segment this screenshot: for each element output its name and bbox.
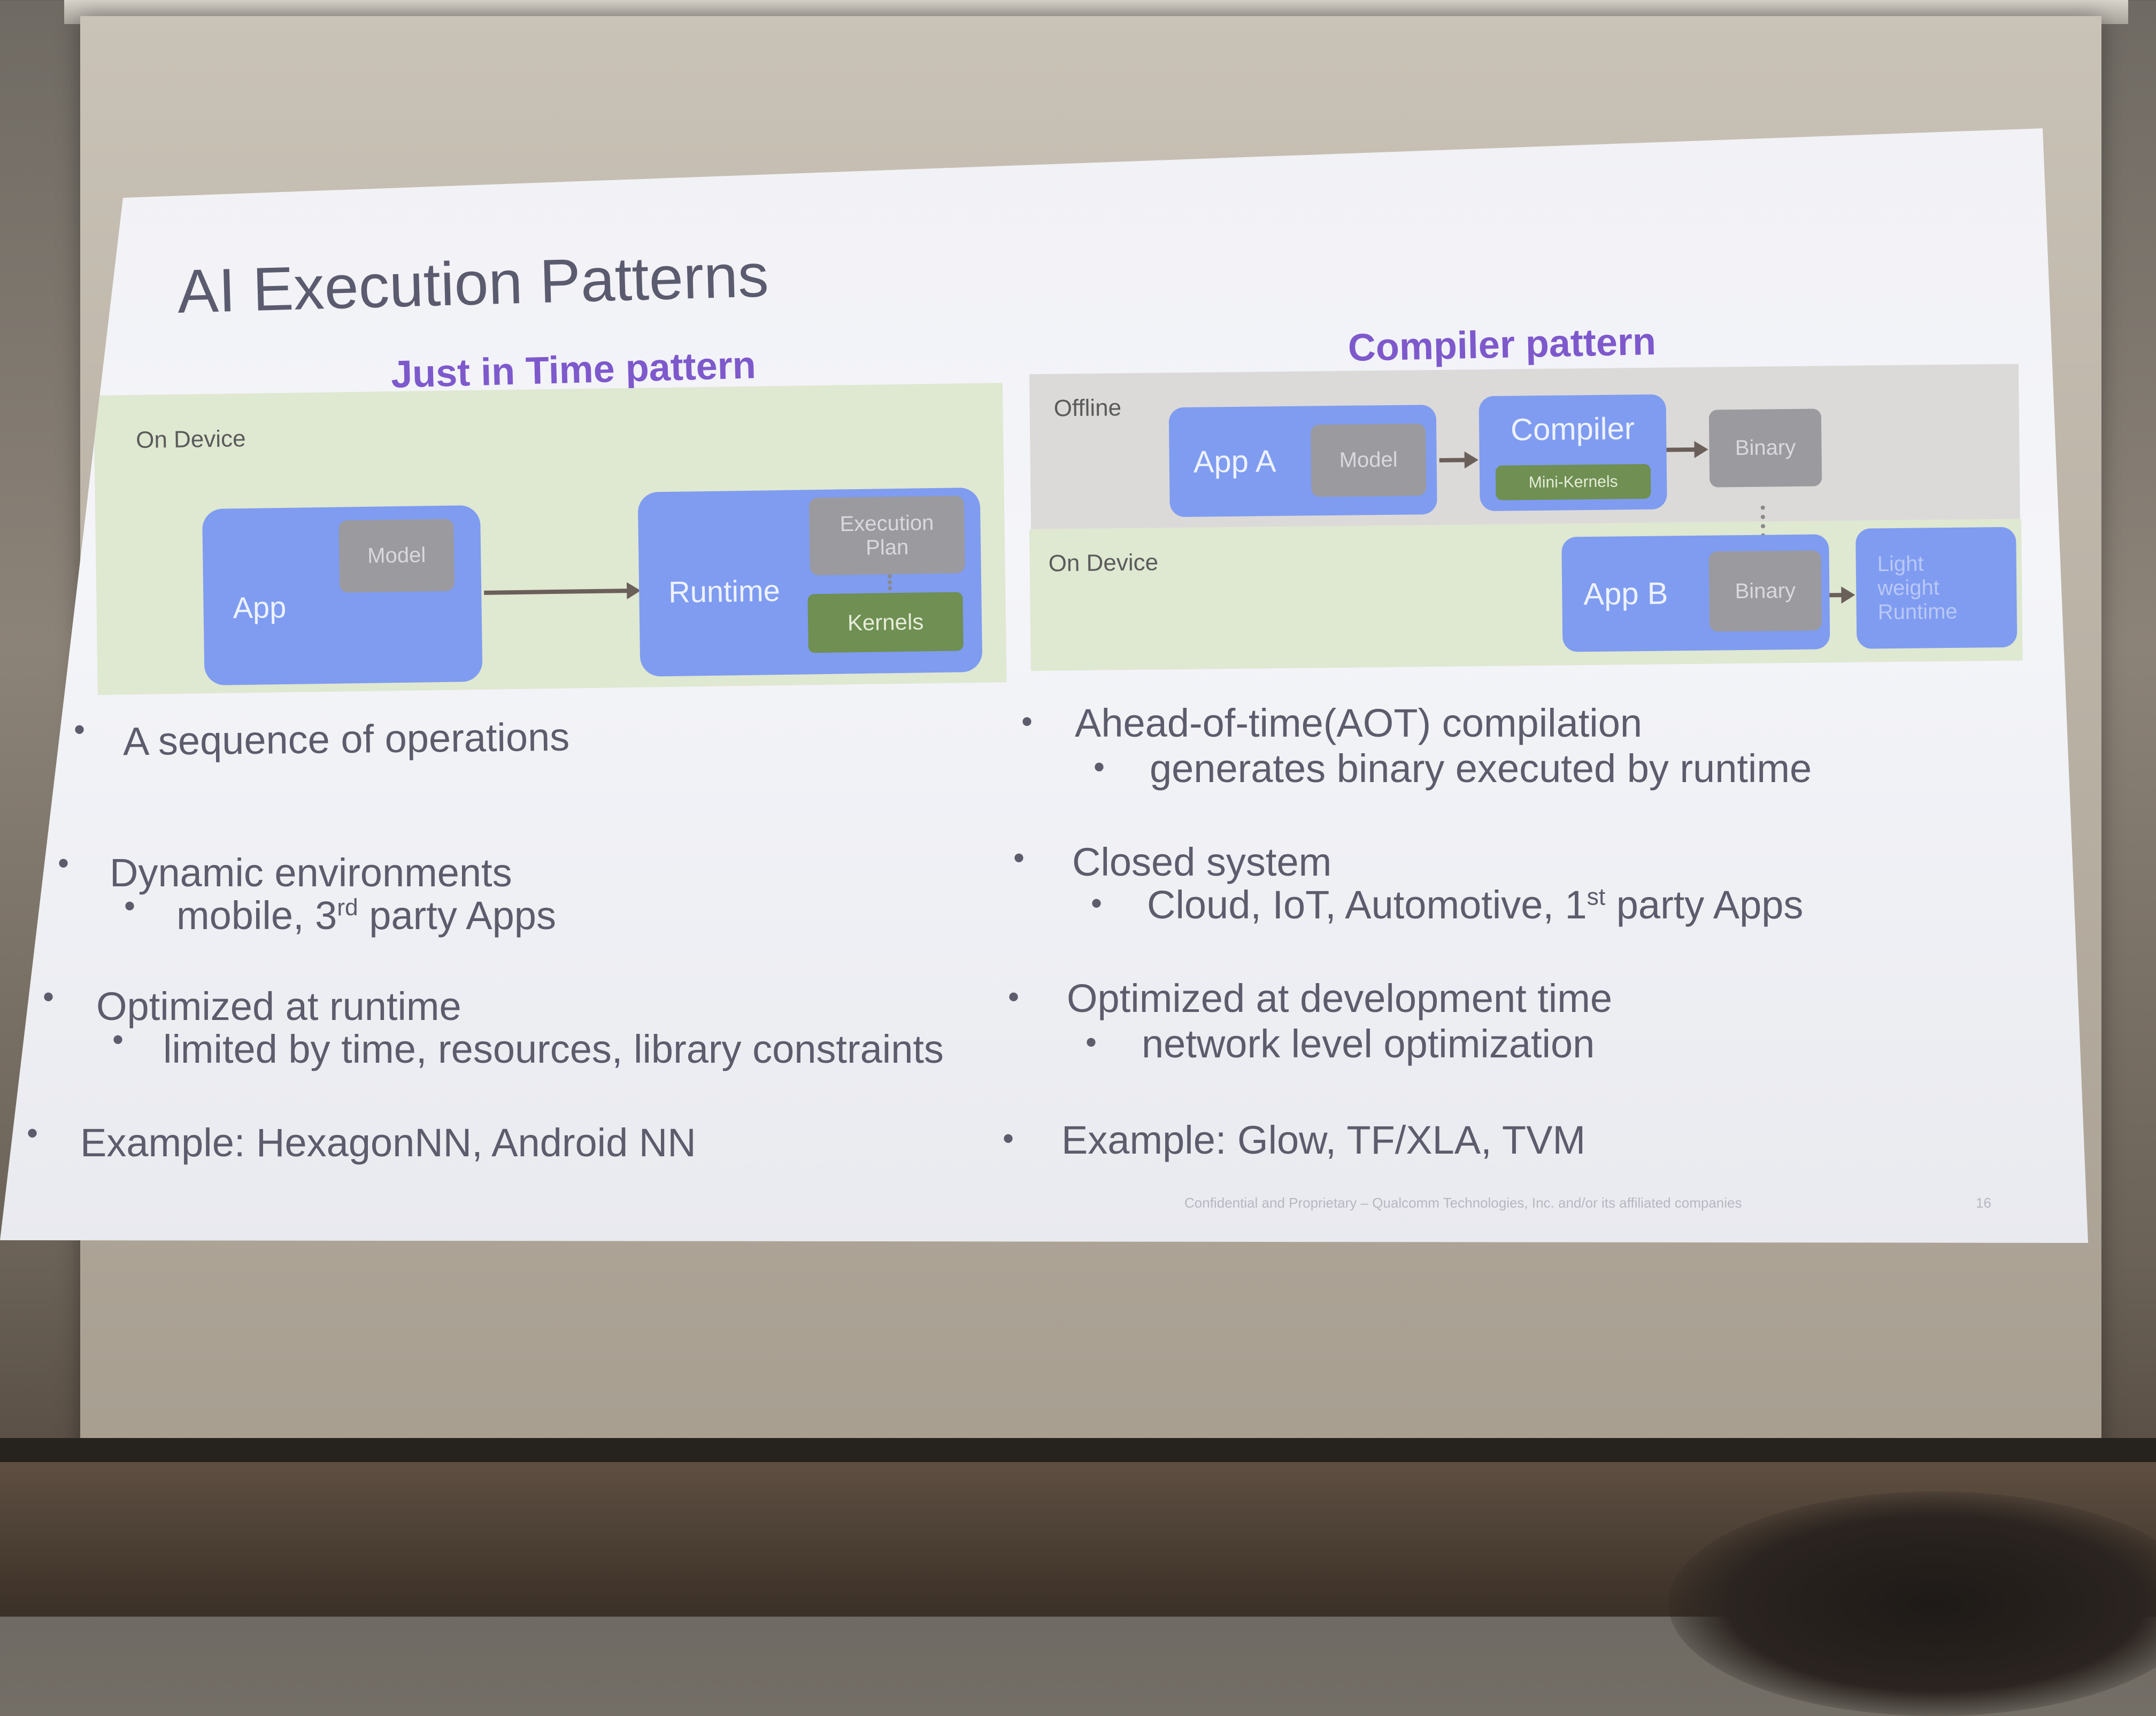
comp-bullet-1-sub: generates binary executed by runtime <box>1150 746 1812 791</box>
slide-title: AI Execution Patterns <box>176 241 770 326</box>
compiler-arrow-line-2 <box>1666 447 1696 452</box>
jit-kernels-box: Kernels <box>807 592 964 653</box>
app-b-binary-box: Binary <box>1708 550 1822 632</box>
binary-transfer-link <box>1760 505 1766 538</box>
projected-slide: AI Execution Patterns Just in Time patte… <box>0 128 2088 1243</box>
jit-panel-label: On Device <box>135 426 246 453</box>
jit-app-label: App <box>233 590 287 624</box>
comp-bullet-3-dot: • <box>1008 979 1020 1015</box>
compiler-arrow-line-1 <box>1439 458 1466 462</box>
comp-bullet-2: Closed system <box>1072 840 1332 884</box>
slide-page-number: 16 <box>1976 1195 1991 1211</box>
jit-bullet-3: Optimized at runtime <box>96 984 461 1029</box>
compiler-arrow-head-3 <box>1841 586 1855 604</box>
jit-bullet-3-sub-dot: • <box>112 1022 124 1057</box>
jit-plan-kernel-link <box>887 574 892 591</box>
jit-bullet-3-sub: limited by time, resources, library cons… <box>163 1027 944 1071</box>
jit-bullet-2-sub-dot: • <box>124 888 136 924</box>
compiler-label: Compiler <box>1510 411 1635 447</box>
execution-plan-line1: Execution <box>840 511 934 536</box>
jit-bullet-3-dot: • <box>43 979 55 1015</box>
comp-sub-2-pre: Cloud, IoT, Automotive, 1 <box>1147 883 1587 927</box>
offline-binary-label: Binary <box>1735 436 1796 460</box>
slide-footer: Confidential and Proprietary – Qualcomm … <box>1184 1195 1742 1211</box>
lightweight-runtime-box: Light weight Runtime <box>1855 527 2018 649</box>
app-b-label: App B <box>1583 576 1668 612</box>
jit-runtime-label: Runtime <box>668 574 781 609</box>
jit-bullet-2-dot: • <box>58 845 70 881</box>
app-a-label: App A <box>1193 444 1276 480</box>
jit-kernels-label: Kernels <box>847 609 924 636</box>
compiler-heading: Compiler pattern <box>1348 320 1657 369</box>
compiler-ondevice-panel: On Device App B Binary Light weight Runt… <box>1029 505 2023 671</box>
compiler-arrow-head-2 <box>1694 440 1708 458</box>
jit-bullet-1: A sequence of operations <box>122 714 570 764</box>
offline-binary-box: Binary <box>1708 408 1822 488</box>
mini-kernels-box: Mini-Kernels <box>1495 463 1651 500</box>
app-b-binary-label: Binary <box>1735 578 1796 603</box>
app-a-model-label: Model <box>1339 447 1398 472</box>
comp-bullet-2-sub: Cloud, IoT, Automotive, 1st party Apps <box>1147 882 1803 927</box>
comp-sub-2-post: party Apps <box>1605 883 1804 927</box>
comp-bullet-2-dot: • <box>1013 840 1025 876</box>
jit-bullet-4: Example: HexagonNN, Android NN <box>80 1120 696 1165</box>
comp-bullet-4-dot: • <box>1003 1120 1014 1156</box>
comp-bullet-1-sub-dot: • <box>1094 749 1105 785</box>
lightweight-line2: weight <box>1877 576 1940 600</box>
mini-kernels-label: Mini-Kernels <box>1528 472 1618 491</box>
offline-panel: Offline App A Model Compiler Mini-Kernel… <box>1029 364 2020 529</box>
lightweight-line3: Runtime <box>1877 599 1958 624</box>
comp-bullet-1: Ahead-of-time(AOT) compilation <box>1075 701 1643 745</box>
comp-bullet-4: Example: Glow, TF/XLA, TVM <box>1061 1118 1586 1162</box>
ondevice-label: On Device <box>1048 549 1159 577</box>
jit-bullet-2: Dynamic environments <box>110 851 512 895</box>
execution-plan-line2: Plan <box>865 535 909 560</box>
jit-diagram-panel: On Device App Model Runtime Execution Pl… <box>94 383 1007 695</box>
app-a-model-box: Model <box>1311 423 1427 497</box>
jit-arrow-line <box>484 589 629 595</box>
screen-bottom-bar <box>0 1438 2156 1462</box>
jit-execution-plan-box: Execution Plan <box>808 496 965 576</box>
jit-sub-2-sup: rd <box>337 894 358 921</box>
jit-model-label: Model <box>367 543 426 568</box>
comp-bullet-2-sub-dot: • <box>1091 885 1103 921</box>
comp-bullet-3: Optimized at development time <box>1067 976 1613 1021</box>
comp-bullet-3-sub-dot: • <box>1085 1024 1097 1060</box>
jit-bullet-2-sub: mobile, 3rd party Apps <box>176 893 556 938</box>
comp-sub-2-sup: st <box>1587 884 1606 910</box>
comp-bullet-1-dot: • <box>1021 704 1033 739</box>
comp-bullet-3-sub: network level optimization <box>1142 1022 1595 1066</box>
jit-bullet-4-dot: • <box>27 1115 38 1151</box>
jit-model-box: Model <box>338 519 455 593</box>
compiler-arrow-head-1 <box>1464 451 1479 469</box>
jit-sub-2-pre: mobile, 3 <box>176 893 337 938</box>
jit-sub-2-post: party Apps <box>358 893 556 938</box>
lightweight-line1: Light <box>1877 552 1924 576</box>
offline-label: Offline <box>1053 395 1122 422</box>
jit-bullet-1-dot: • <box>74 712 86 747</box>
